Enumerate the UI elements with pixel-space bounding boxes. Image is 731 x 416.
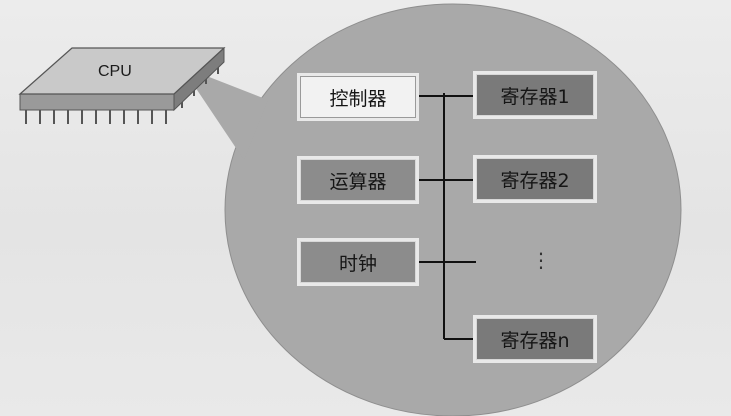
connection-lines [418, 93, 476, 340]
cpu-pins [25, 62, 219, 124]
controller-box: 控制器 [300, 76, 416, 118]
zoom-bubble [181, 3, 682, 416]
clock-box: 时钟 [300, 241, 416, 283]
cpu-chip-icon [18, 46, 226, 124]
bubble-ellipse [224, 3, 682, 416]
register-n-box: 寄存器n [476, 318, 594, 360]
register-ellipsis: ⋮ [531, 248, 551, 272]
alu-box: 运算器 [300, 159, 416, 201]
register-1-box: 寄存器1 [476, 74, 594, 116]
cpu-label: CPU [98, 63, 132, 80]
bubble-tail [181, 66, 268, 160]
register-2-box: 寄存器2 [476, 158, 594, 200]
